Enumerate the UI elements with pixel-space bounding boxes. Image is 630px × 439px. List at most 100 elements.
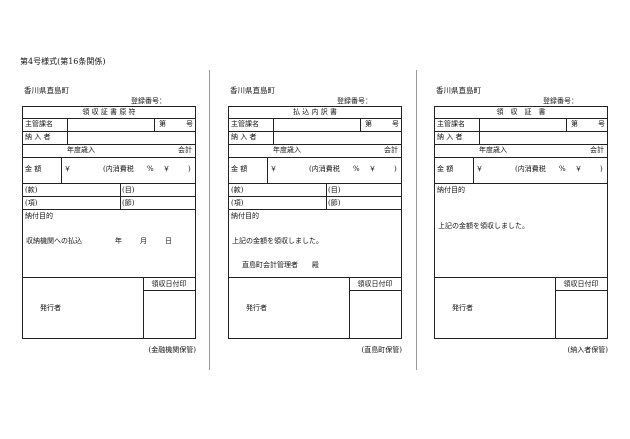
rule	[435, 277, 607, 278]
rule	[23, 157, 195, 158]
document-type-title: 領 収 証 書 原 符	[82, 108, 136, 116]
kan-label: (款)	[25, 186, 38, 194]
moku-label: (目)	[328, 186, 341, 194]
purpose-label: 納付目的	[231, 212, 259, 220]
payer-label: 納 入 者	[231, 133, 257, 141]
yen-symbol: ￥	[270, 165, 277, 173]
registration-number-label: 登録番号：	[543, 97, 578, 105]
tax-yen-symbol: ￥	[163, 165, 170, 173]
issuer-label: 発行者	[452, 304, 473, 312]
day-label: 日	[165, 237, 172, 245]
rule	[61, 157, 62, 183]
rule	[360, 118, 361, 131]
number-prefix: 第	[159, 120, 166, 128]
receipt-stamp-label: 領収日付印	[563, 280, 599, 288]
body-text-line1: 上記の金額を領収しました。	[232, 237, 323, 245]
form-grid: 領 収 証 書 主管課名 第 号 納 入 者 年度歳入 会計 金 額 ￥ (内消…	[434, 106, 608, 339]
year-label: 年	[115, 237, 122, 245]
panel-payment-breakdown: 香川県直島町 登録番号： 払 込 内 訳 書 主管課名 第 号 納 入 者 年度…	[228, 85, 402, 357]
rule	[435, 118, 607, 119]
tax-close-paren: )	[188, 165, 191, 173]
divider-left	[209, 70, 210, 370]
rule	[23, 144, 195, 145]
form-grid: 払 込 内 訳 書 主管課名 第 号 納 入 者 年度歳入 会計 金 額 ￥ (…	[228, 106, 402, 339]
rule	[435, 157, 607, 158]
rule	[267, 157, 268, 183]
rule	[143, 290, 195, 291]
payer-label: 納 入 者	[437, 133, 463, 141]
rule	[435, 131, 607, 132]
body-text-line1: 上記の金額を領収しました。	[438, 222, 529, 230]
divider-right	[416, 70, 417, 370]
rule	[23, 209, 195, 210]
number-prefix: 第	[571, 120, 578, 128]
custody-footer: (直島町保管)	[361, 346, 402, 354]
rule	[435, 144, 607, 145]
setsu-label: (節)	[122, 199, 135, 207]
rule	[23, 196, 195, 197]
rule	[23, 277, 195, 278]
tax-percent: %	[147, 165, 154, 173]
rule	[566, 118, 567, 131]
tax-yen-symbol: ￥	[369, 165, 376, 173]
moku-label: (目)	[122, 186, 135, 194]
fiscal-year-label: 年度歳入	[67, 146, 95, 154]
form-grid: 領 収 証 書 原 符 主管課名 第 号 納 入 者 年度歳入 会計 金 額 ￥…	[22, 106, 196, 339]
tax-yen-symbol: ￥	[575, 165, 582, 173]
panel-receipt: 香川県直島町 登録番号： 領 収 証 書 主管課名 第 号 納 入 者 年度歳入…	[434, 85, 608, 357]
consumption-tax-label: (内消費税	[515, 165, 546, 173]
receipt-stamp-label: 領収日付印	[151, 280, 187, 288]
rule	[555, 277, 556, 338]
rule	[229, 277, 401, 278]
rule	[229, 118, 401, 119]
rule	[273, 118, 274, 144]
setsu-label: (節)	[328, 199, 341, 207]
rule	[349, 290, 401, 291]
rule	[229, 183, 401, 184]
rule	[326, 183, 327, 209]
fiscal-year-label: 年度歳入	[479, 146, 507, 154]
rule	[229, 144, 401, 145]
purpose-label: 納付目的	[437, 186, 465, 194]
form-label: 第4号様式(第16条関係)	[20, 57, 106, 66]
fiscal-year-label: 年度歳入	[273, 146, 301, 154]
municipality: 香川県直島町	[24, 86, 69, 95]
document-type-title: 払 込 内 訳 書	[293, 108, 337, 116]
account-label: 会計	[590, 146, 604, 154]
rule	[229, 196, 401, 197]
municipality: 香川県直島町	[436, 86, 481, 95]
purpose-label: 納付目的	[25, 212, 53, 220]
payer-label: 納 入 者	[25, 133, 51, 141]
issuer-label: 発行者	[246, 304, 267, 312]
kou-label: (項)	[231, 199, 244, 207]
body-text-line1: 収納機関への払込	[26, 237, 82, 245]
number-prefix: 第	[365, 120, 372, 128]
amount-label: 金 額	[25, 165, 42, 173]
rule	[229, 209, 401, 210]
issuer-label: 発行者	[40, 304, 61, 312]
registration-number-label: 登録番号：	[131, 97, 166, 105]
document-type-title: 領 収 証 書	[496, 108, 546, 116]
tax-percent: %	[559, 165, 566, 173]
account-label: 会計	[384, 146, 398, 154]
number-suffix: 号	[186, 120, 193, 128]
tax-percent: %	[353, 165, 360, 173]
consumption-tax-label: (内消費税	[309, 165, 340, 173]
rule	[479, 118, 480, 144]
yen-symbol: ￥	[64, 165, 71, 173]
rule	[23, 183, 195, 184]
rule	[120, 183, 121, 209]
kan-label: (款)	[231, 186, 244, 194]
account-label: 会計	[178, 146, 192, 154]
kou-label: (項)	[25, 199, 38, 207]
receipt-stamp-label: 領収日付印	[357, 280, 393, 288]
rule	[349, 277, 350, 338]
panel-receipt-stub: 香川県直島町 登録番号： 領 収 証 書 原 符 主管課名 第 号 納 入 者 …	[22, 85, 196, 357]
section-label: 主管課名	[231, 120, 259, 128]
tax-close-paren: )	[394, 165, 397, 173]
number-suffix: 号	[392, 120, 399, 128]
custody-footer: (納入者保管)	[567, 346, 608, 354]
rule	[555, 290, 607, 291]
rule	[229, 131, 401, 132]
rule	[143, 277, 144, 338]
